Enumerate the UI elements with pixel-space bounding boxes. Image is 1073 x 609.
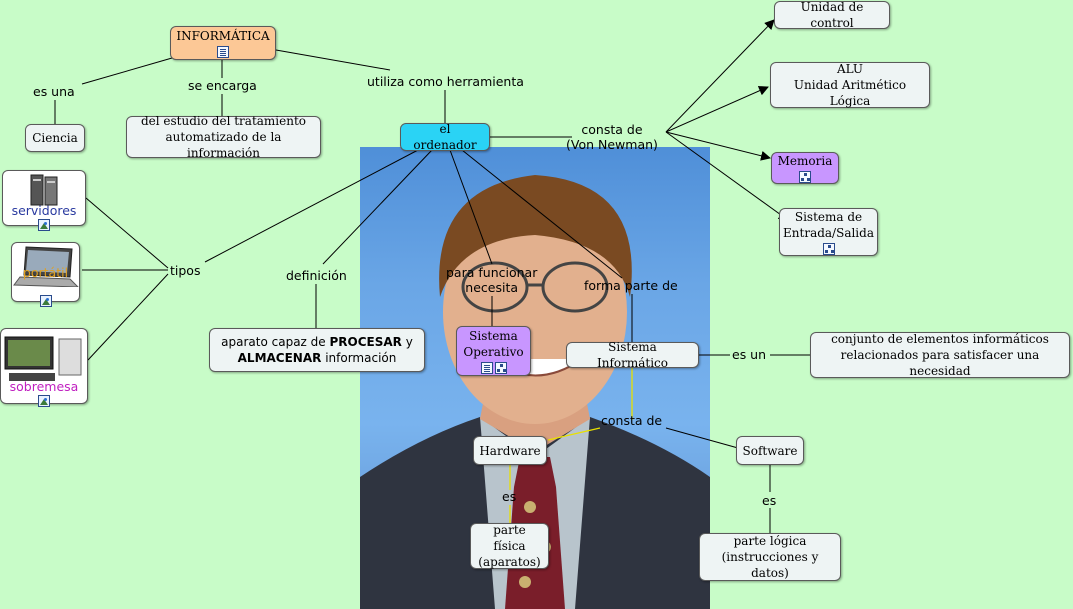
node-sobremesa-caption: sobremesa — [9, 379, 79, 394]
node-entrada-salida-line1: Sistema de — [794, 210, 863, 224]
node-software[interactable]: Software — [736, 436, 804, 465]
node-ciencia-label: Ciencia — [32, 131, 78, 145]
node-unidad-control[interactable]: Unidad de control — [774, 0, 890, 30]
link-definicion: definición — [286, 268, 347, 283]
node-ciencia[interactable]: Ciencia — [25, 124, 85, 152]
node-estudio[interactable]: del estudio del tratamiento automatizado… — [126, 114, 321, 160]
node-alu[interactable]: ALU Unidad Aritmético Lógica — [770, 62, 930, 108]
node-servidores-caption: servidores — [11, 203, 77, 218]
link-consta-vn-line1: consta de — [581, 122, 643, 137]
node-sistema-operativo-line1: Sistema — [469, 329, 518, 343]
node-sistema-informatico[interactable]: Sistema Informático — [566, 340, 699, 370]
node-sistema-operativo-line2: Operativo — [463, 345, 524, 359]
concept-map-icon[interactable] — [799, 171, 811, 183]
node-software-label: Software — [742, 443, 798, 458]
node-conjunto[interactable]: conjunto de elementos informáticos relac… — [810, 332, 1070, 378]
node-sistema-operativo[interactable]: Sistema Operativo — [456, 326, 531, 376]
node-aparato-post: información — [321, 351, 397, 365]
node-estudio-line1: del estudio del tratamiento — [140, 114, 307, 128]
node-hardware[interactable]: Hardware — [473, 436, 547, 465]
link-para-funcionar: para funcionar necesita — [446, 265, 537, 295]
node-memoria[interactable]: Memoria — [771, 152, 839, 184]
node-conjunto-line1: conjunto de elementos informáticos — [831, 332, 1049, 346]
link-para-funcionar-line1: para funcionar — [446, 265, 538, 280]
node-estudio-line2: automatizado de la información — [165, 130, 282, 160]
concept-map-icon[interactable] — [494, 362, 507, 374]
desktop-computer-icon — [4, 336, 82, 381]
node-aparato-line1: aparato capaz de PROCESAR y — [221, 334, 413, 350]
link-consta-vn-line2: (Von Newman) — [566, 137, 658, 152]
node-parte-fisica[interactable]: parte física (aparatos) — [470, 523, 549, 569]
node-aparato-almacenar: ALMACENAR — [237, 351, 322, 365]
link-es-un: es un — [732, 347, 767, 362]
document-icon[interactable] — [217, 46, 229, 58]
node-parte-logica-line1: parte lógica — [733, 534, 807, 548]
link-para-funcionar-line2: necesita — [465, 280, 519, 295]
node-parte-logica-line2: (instrucciones y datos) — [721, 550, 819, 580]
node-aparato-line2: ALMACENAR información — [238, 350, 397, 366]
document-icon[interactable] — [480, 362, 493, 374]
image-icon[interactable] — [38, 219, 50, 231]
node-portatil[interactable]: portátil — [11, 242, 80, 307]
node-parte-fisica-line2: (aparatos) — [478, 555, 541, 569]
node-ordenador[interactable]: el ordenador — [400, 122, 490, 152]
server-tower-icon — [30, 174, 58, 206]
link-se-encarga: se encarga — [188, 78, 257, 93]
node-ordenador-label: el ordenador — [413, 122, 477, 152]
link-tipos: tipos — [170, 263, 201, 278]
node-portatil-caption: portátil — [22, 265, 69, 280]
image-icon[interactable] — [38, 395, 50, 407]
link-utiliza: utiliza como herramienta — [367, 74, 524, 89]
node-aparato-mid: y — [401, 335, 413, 349]
node-alu-line2: Unidad Aritmético Lógica — [793, 78, 907, 108]
node-conjunto-line2: relacionados para satisfacer una necesid… — [840, 348, 1040, 378]
node-informatica[interactable]: INFORMÁTICA — [170, 26, 276, 60]
node-informatica-label: INFORMÁTICA — [176, 29, 270, 43]
node-memoria-label: Memoria — [777, 154, 833, 168]
node-servidores[interactable]: servidores — [2, 170, 86, 231]
node-hardware-label: Hardware — [479, 443, 541, 458]
node-parte-logica[interactable]: parte lógica (instrucciones y datos) — [699, 533, 841, 581]
node-alu-line1: ALU — [836, 62, 864, 76]
link-consta-vn: consta de (Von Newman) — [566, 122, 658, 152]
node-aparato-procesar: PROCESAR — [329, 335, 402, 349]
node-sobremesa[interactable]: sobremesa — [0, 328, 88, 407]
laptop-icon — [13, 246, 79, 287]
link-es-software: es — [762, 493, 777, 508]
concept-map-icon[interactable] — [822, 243, 835, 255]
node-sistema-informatico-label: Sistema Informático — [596, 340, 668, 370]
link-forma-parte: forma parte de — [584, 278, 678, 293]
link-es-una: es una — [33, 84, 75, 99]
link-es-hardware: es — [502, 489, 517, 504]
node-parte-fisica-line1: parte física — [493, 523, 526, 553]
node-unidad-control-label: Unidad de control — [800, 0, 864, 30]
node-aparato[interactable]: aparato capaz de PROCESAR y ALMACENAR in… — [209, 328, 425, 372]
node-aparato-pre: aparato capaz de — [221, 335, 330, 349]
node-entrada-salida[interactable]: Sistema de Entrada/Salida — [779, 208, 878, 256]
image-icon[interactable] — [39, 295, 52, 307]
link-consta-de: consta de — [601, 413, 663, 428]
node-entrada-salida-line2: Entrada/Salida — [783, 226, 874, 240]
